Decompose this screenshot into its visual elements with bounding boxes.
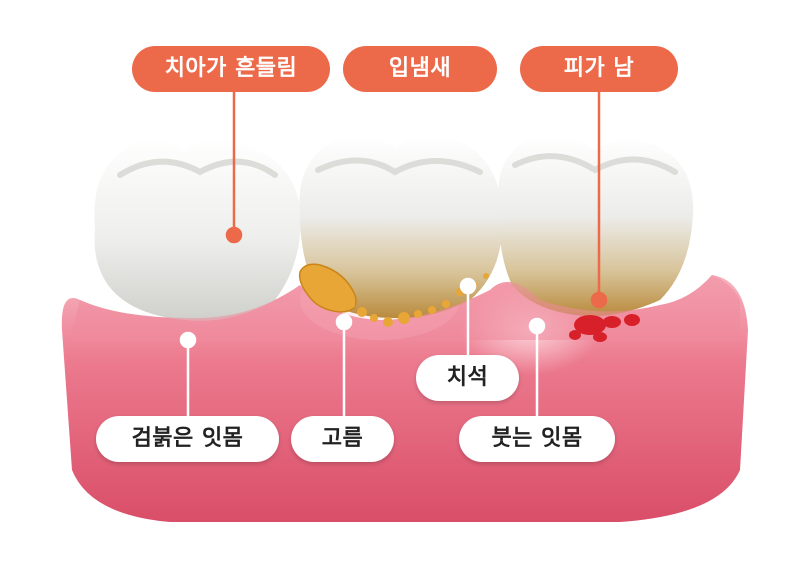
label-loose-teeth: 치아가 흔들림 bbox=[132, 46, 330, 92]
blood bbox=[569, 314, 640, 342]
label-tartar: 치석 bbox=[416, 355, 519, 401]
pus bbox=[298, 263, 357, 313]
top-leaders bbox=[225, 92, 608, 309]
label-dark-red-gums: 검붉은 잇몸 bbox=[96, 416, 279, 462]
bottom-leaders bbox=[179, 277, 546, 416]
label-pus: 고름 bbox=[291, 416, 394, 462]
tooth-right bbox=[497, 134, 694, 317]
tooth-middle bbox=[299, 134, 503, 319]
label-swollen-gums: 붓는 잇몸 bbox=[459, 416, 615, 462]
tooth-left bbox=[94, 137, 301, 321]
label-bad-breath: 입냄새 bbox=[343, 46, 497, 92]
label-bleeding: 피가 남 bbox=[520, 46, 678, 92]
